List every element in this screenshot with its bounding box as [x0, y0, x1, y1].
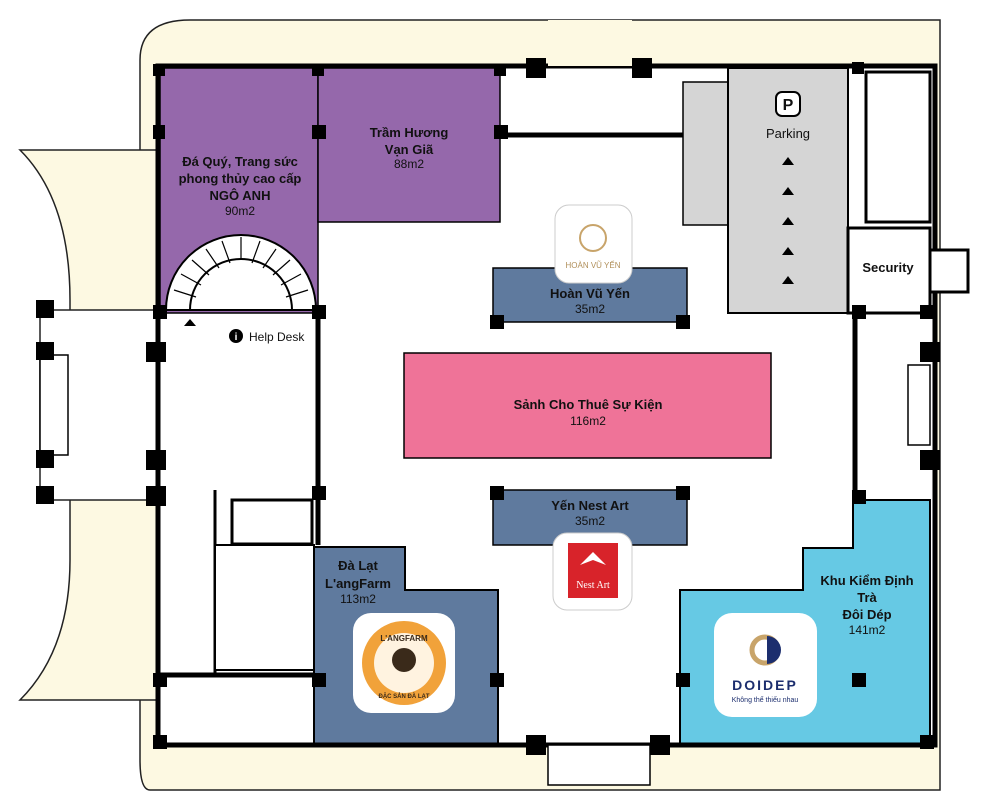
info-icon: [229, 329, 243, 343]
stair-steps: [173, 237, 309, 298]
tram-huong-name-1: Trầm Hương: [370, 125, 449, 140]
restroom: [214, 544, 315, 671]
parking-icon: [775, 91, 801, 117]
svg-text:L'ANGFARM: L'ANGFARM: [380, 634, 428, 643]
hoan-vu-yen-area: 35m2: [575, 302, 605, 316]
langfarm-name-2: L'angFarm: [325, 576, 391, 591]
ngo-anh-name-3: NGÔ ANH: [210, 188, 271, 203]
parking-direction-arrows: [782, 157, 794, 284]
stair-right: [682, 81, 729, 226]
columns: [36, 58, 940, 755]
hall-event[interactable]: [403, 352, 772, 459]
langfarm-area: 113m2: [340, 592, 376, 606]
svg-text:ĐẶC SẢN ĐÀ LẠT: ĐẶC SẢN ĐÀ LẠT: [379, 693, 430, 700]
ngo-anh-name-1: Đá Quý, Trang sức: [182, 154, 298, 169]
logo-doidep: DOIDEP Không thể thiếu nhau: [714, 613, 817, 717]
nest-art-name: Yến Nest Art: [551, 498, 629, 513]
help-desk-label[interactable]: Help Desk: [249, 330, 305, 344]
parking-label: Parking: [766, 126, 810, 141]
stairwell-ne: [864, 70, 932, 224]
doidep-name-3: Đôi Dép: [842, 607, 891, 622]
elevators: [230, 498, 314, 546]
logo-nest-art: Nest Art: [552, 532, 633, 611]
security-label: Security: [862, 260, 914, 275]
stair-south: [547, 744, 651, 786]
svg-text:Không thể thiếu nhau: Không thể thiếu nhau: [732, 695, 799, 704]
logo-hoan-vu-yen: HOÀN VŨ YẾN: [554, 204, 633, 284]
logo-langfarm: L'ANGFARM ĐẶC SẢN ĐÀ LẠT: [353, 613, 455, 713]
hoan-vu-yen-name: Hoàn Vũ Yến: [550, 286, 630, 301]
stair-up-arrow: [184, 319, 196, 326]
tram-huong-area: 88m2: [394, 157, 424, 171]
tram-huong-name-2: Vạn Giã: [385, 142, 434, 157]
sanh-area: 116m2: [570, 414, 606, 428]
ngo-anh-name-2: phong thủy cao cấp: [179, 171, 302, 186]
elevator-east: [928, 248, 970, 294]
doidep-area: 141m2: [849, 623, 886, 637]
parking-symbol: P: [783, 97, 794, 114]
doidep-name-2: Trà: [857, 590, 877, 605]
info-symbol: i: [235, 332, 238, 343]
doidep-name-1: Khu Kiểm Định: [820, 573, 913, 588]
langfarm-name-1: Đà Lạt: [338, 558, 378, 573]
nest-art-area: 35m2: [575, 514, 605, 528]
room-tram-huong[interactable]: [317, 67, 501, 223]
svg-text:DOIDEP: DOIDEP: [732, 677, 798, 693]
ngo-anh-area: 90m2: [225, 204, 255, 218]
svg-text:Nest Art: Nest Art: [576, 580, 610, 591]
sanh-name: Sảnh Cho Thuê Sự Kiện: [514, 397, 663, 412]
svg-text:HOÀN VŨ YẾN: HOÀN VŨ YẾN: [566, 260, 621, 270]
stair-north: [548, 20, 632, 66]
